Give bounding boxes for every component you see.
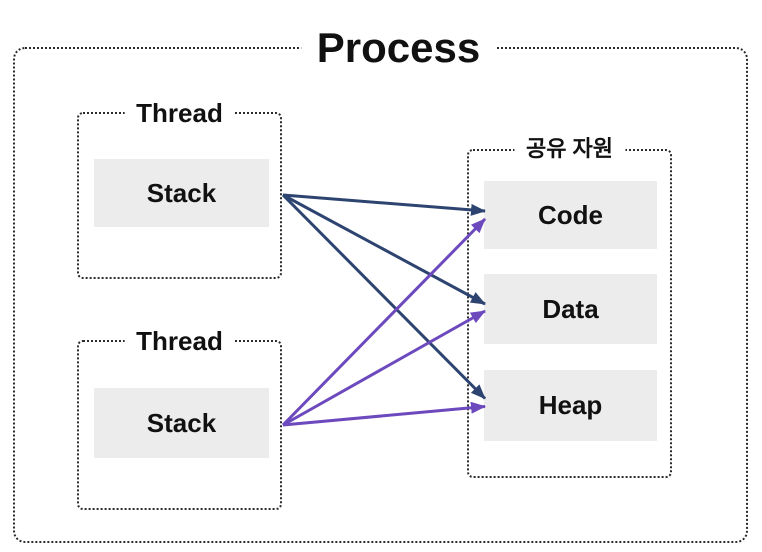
stack-label-1: Stack [146,177,217,208]
stack-label-2: Stack [146,407,217,438]
process-box: Process Thread Stack Thread Stack 공유 자원 … [13,27,748,543]
shared-item-heap: Heap [484,370,657,441]
thread-box-1: Thread [77,100,282,279]
shared-item-heap-label: Heap [538,390,603,420]
shared-item-code-label: Code [538,199,603,230]
shared-resources-label: 공유 자원 [513,138,626,160]
stack-node-2: Stack [94,388,269,458]
process-title: Process [300,27,497,69]
thread-label-2: Thread [124,328,235,354]
shared-item-data-label: Data [542,293,599,324]
thread-label-1: Thread [124,100,235,126]
shared-item-data: Data [484,274,657,344]
shared-item-code: Code [484,181,657,249]
stack-node-1: Stack [94,159,269,227]
thread-box-2: Thread [77,328,282,510]
